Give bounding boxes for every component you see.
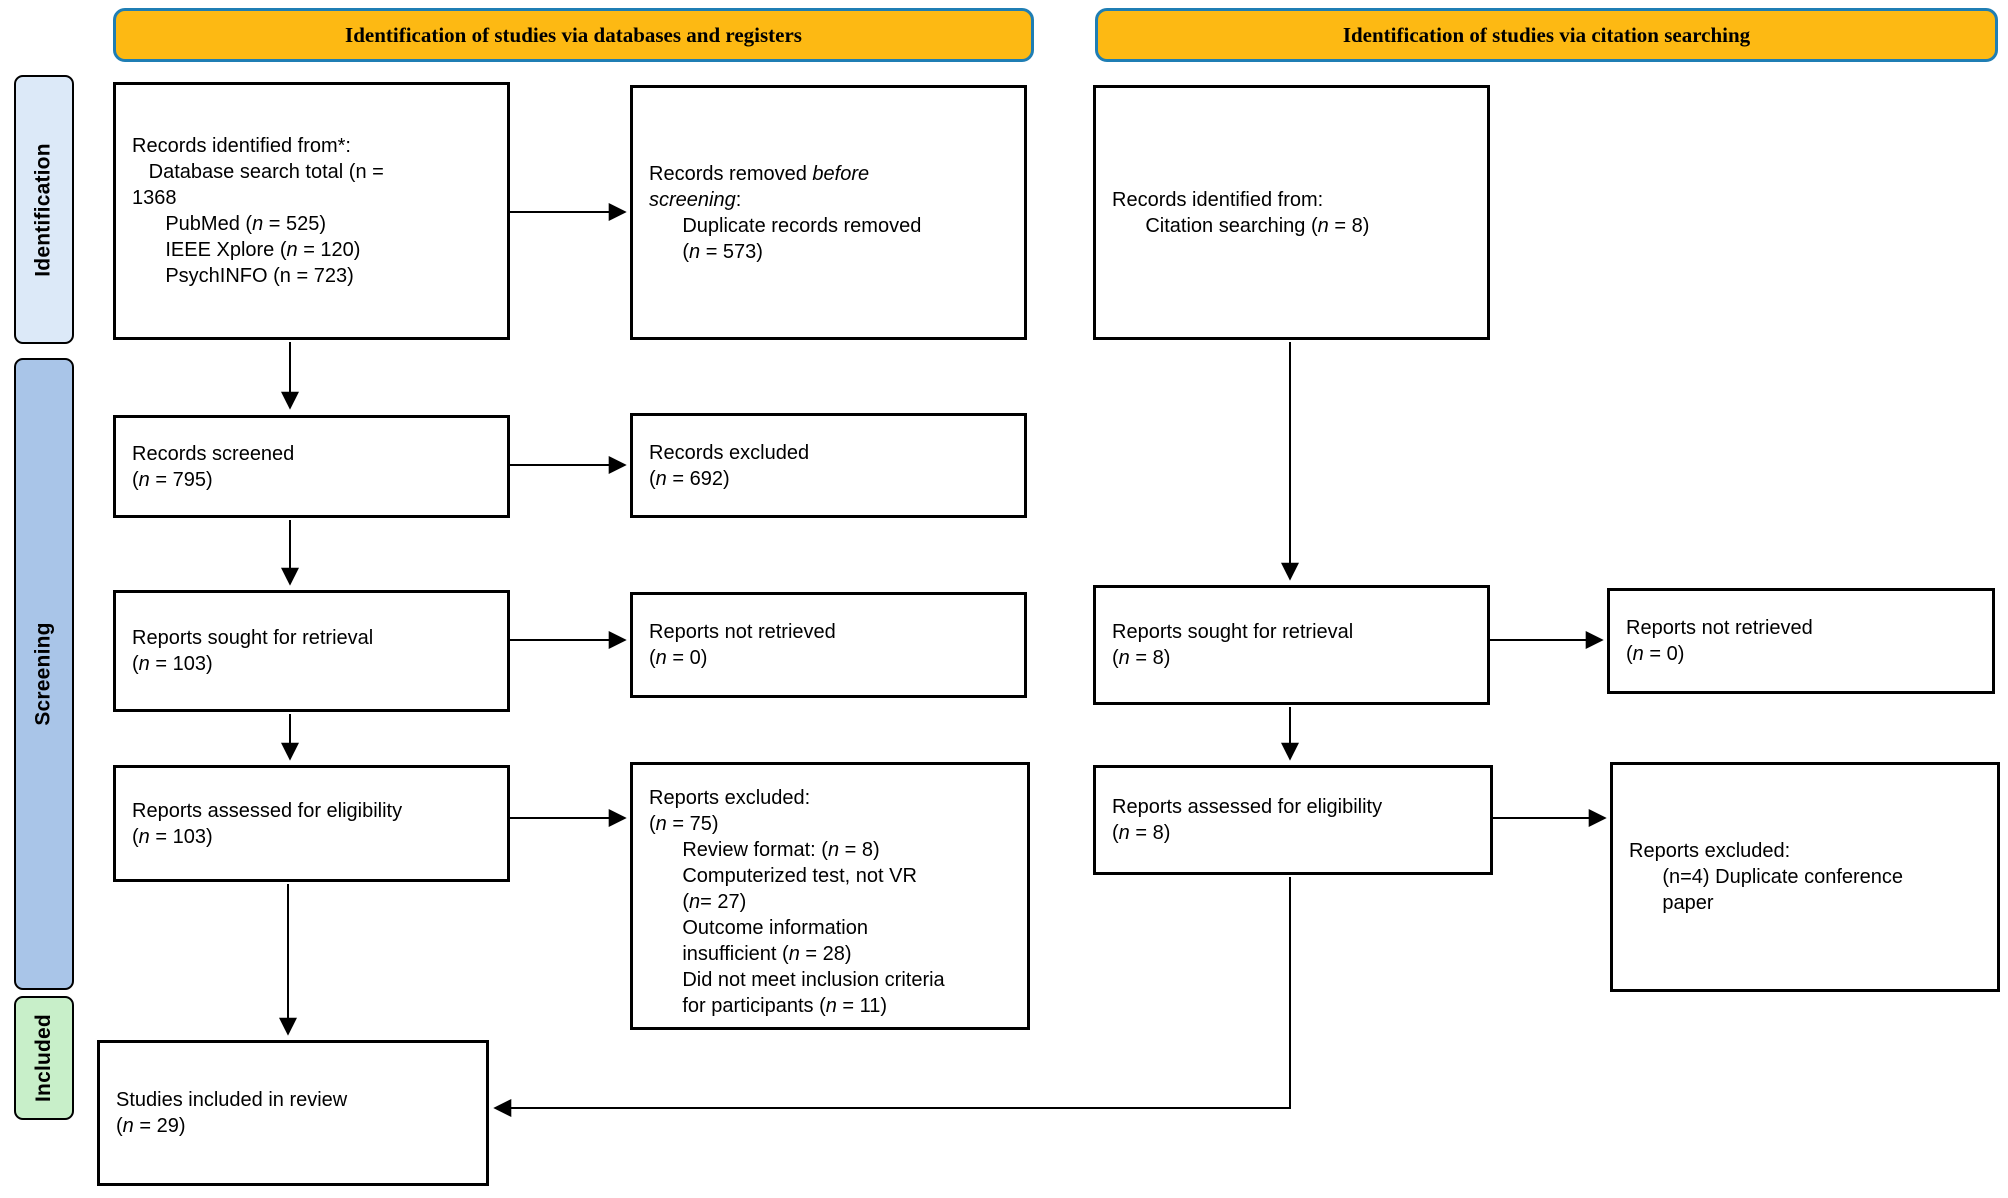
box-studies-included: Studies included in review (n = 29) (97, 1040, 489, 1186)
box-records-screened: Records screened (n = 795) (113, 415, 510, 518)
banner-databases-registers: Identification of studies via databases … (113, 8, 1034, 62)
box-reports-not-retrieved-citation: Reports not retrieved (n = 0) (1607, 588, 1995, 694)
box-reports-assessed-citation: Reports assessed for eligibility (n = 8) (1093, 765, 1493, 875)
box-reports-excluded-citation-text: Reports excluded: (n=4) Duplicate confer… (1629, 840, 1904, 914)
box-records-removed-before-screening-text: Records removed before screening: Duplic… (649, 162, 922, 263)
banner-citation-searching-label: Identification of studies via citation s… (1342, 22, 1751, 47)
phase-label-screening: Screening (14, 358, 74, 990)
box-reports-excluded-databases-text: Reports excluded: (n = 75) Review format… (649, 787, 945, 1017)
box-reports-sought-databases: Reports sought for retrieval (n = 103) (113, 590, 510, 712)
box-reports-assessed-databases-text: Reports assessed for eligibility (n = 10… (132, 799, 403, 848)
box-records-excluded-text: Records excluded (n = 692) (649, 441, 810, 490)
box-records-excluded: Records excluded (n = 692) (630, 413, 1027, 518)
phase-label-identification: Identification (14, 75, 74, 344)
box-records-identified-databases: Records identified from*: Database searc… (113, 82, 510, 340)
box-reports-assessed-databases: Reports assessed for eligibility (n = 10… (113, 765, 510, 882)
box-reports-sought-citation-text: Reports sought for retrieval (n = 8) (1112, 621, 1354, 669)
box-reports-excluded-databases: Reports excluded: (n = 75) Review format… (630, 762, 1030, 1030)
box-studies-included-text: Studies included in review (n = 29) (116, 1089, 348, 1137)
box-records-removed-before-screening: Records removed before screening: Duplic… (630, 85, 1027, 340)
box-reports-sought-databases-text: Reports sought for retrieval (n = 103) (132, 627, 374, 675)
box-reports-not-retrieved-databases: Reports not retrieved (n = 0) (630, 592, 1027, 698)
box-records-identified-citation: Records identified from: Citation search… (1093, 85, 1490, 340)
phase-label-screening-text: Screening (32, 622, 55, 726)
banner-citation-searching: Identification of studies via citation s… (1095, 8, 1998, 62)
box-records-screened-text: Records screened (n = 795) (132, 442, 295, 491)
box-reports-assessed-citation-text: Reports assessed for eligibility (n = 8) (1112, 796, 1383, 844)
phase-label-identification-text: Identification (32, 142, 55, 277)
box-reports-not-retrieved-databases-text: Reports not retrieved (n = 0) (649, 621, 836, 669)
box-reports-sought-citation: Reports sought for retrieval (n = 8) (1093, 585, 1490, 705)
box-records-identified-databases-text: Records identified from*: Database searc… (132, 135, 384, 287)
box-records-identified-citation-text: Records identified from: Citation search… (1112, 188, 1370, 237)
box-reports-excluded-citation: Reports excluded: (n=4) Duplicate confer… (1610, 762, 2000, 992)
banner-databases-registers-label: Identification of studies via databases … (345, 22, 802, 47)
phase-label-included-text: Included (32, 1014, 56, 1102)
box-reports-not-retrieved-citation-text: Reports not retrieved (n = 0) (1626, 617, 1813, 665)
phase-label-included: Included (14, 996, 74, 1120)
